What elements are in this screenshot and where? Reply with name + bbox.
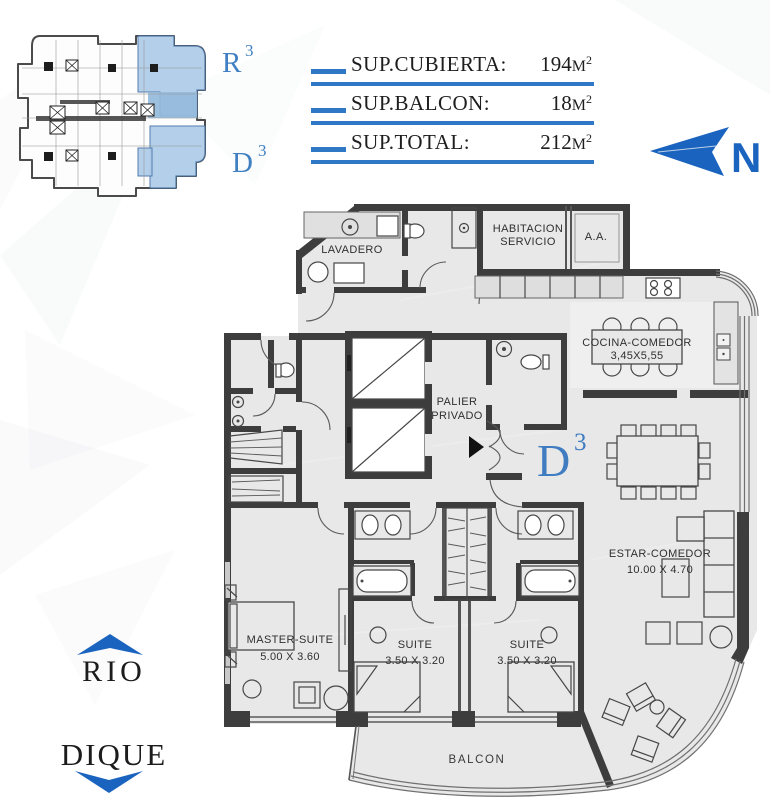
room-label-habitacion-1: HABITACION	[493, 223, 563, 235]
room-dim-suite-b: 3.50 X 3.20	[497, 655, 557, 667]
room-label-balcon: BALCON	[449, 754, 506, 766]
terrace-furniture	[601, 682, 687, 763]
unit-label-sup: 3	[574, 429, 587, 456]
area-row-balcon: SUP.BALCON: 18M2	[311, 86, 594, 125]
key-plan-unit-d-area	[149, 125, 206, 189]
key-plan-label-r: R	[222, 47, 242, 79]
rio-arrow-icon	[77, 634, 143, 655]
key-plan-label-r-sup: 3	[245, 41, 254, 60]
stove	[645, 277, 681, 299]
room-label-aa: A.A.	[585, 231, 607, 243]
master-furniture	[224, 584, 352, 711]
kitchen-table	[591, 317, 683, 377]
area-label: SUP.CUBIERTA:	[351, 52, 507, 76]
glass-facade	[348, 270, 759, 797]
aa-unit	[574, 213, 620, 263]
room-label-suite-b: SUITE	[510, 639, 544, 651]
key-plan: R 3 D 3	[17, 35, 267, 197]
room-dim-estar: 10.00 X 4.70	[627, 564, 693, 576]
dining-set	[606, 424, 711, 500]
area-value: 194M2	[540, 52, 592, 76]
service-bath-fixtures	[403, 207, 477, 249]
dique-label: DIQUE	[61, 737, 167, 772]
room-label-suite-a: SUITE	[398, 639, 432, 651]
room-label-lavadero: LAVADERO	[321, 244, 383, 256]
bottom-windows	[250, 716, 557, 723]
north-arrow-icon	[650, 127, 729, 176]
unit-label: D	[537, 435, 570, 486]
room-label-estar: ESTAR-COMEDOR	[609, 548, 711, 560]
floor-plan: LAVADERO HABITACION SERVICIO A.A. COCINA…	[224, 204, 759, 797]
rio-label: RIO	[82, 655, 146, 688]
wardrobes	[445, 507, 489, 601]
north-compass: N	[650, 127, 761, 181]
room-label-palier-1: PALIER	[437, 396, 478, 408]
area-label: SUP.TOTAL:	[351, 130, 471, 154]
room-dim-master: 5.00 X 3.60	[260, 651, 320, 663]
area-row-cubierta: SUP.CUBIERTA: 194M2	[311, 47, 594, 86]
room-label-master: MASTER-SUITE	[247, 634, 334, 646]
entry-arrow-icon	[469, 436, 484, 458]
area-label: SUP.BALCON:	[351, 91, 491, 115]
dique-marker: DIQUE	[61, 737, 167, 793]
powder-room-fixtures	[495, 340, 550, 370]
kitchen-fixtures	[474, 275, 739, 385]
key-plan-label-d: D	[232, 147, 253, 179]
room-dim-cocina: 3,45X5,55	[611, 350, 664, 362]
dique-arrow-icon	[75, 771, 143, 793]
key-plan-label-d-sup: 3	[258, 141, 267, 160]
area-value: 18M2	[550, 91, 592, 115]
suite-b-fixtures	[507, 510, 580, 713]
master-bath-fixtures	[228, 362, 295, 503]
lavadero-fixtures	[303, 211, 401, 284]
elevator-core	[345, 331, 432, 479]
room-label-habitacion-2: SERVICIO	[500, 236, 556, 248]
area-row-total: SUP.TOTAL: 212M2	[311, 125, 594, 164]
rio-marker: RIO	[77, 634, 146, 688]
north-label: N	[731, 134, 761, 181]
room-label-cocina: COCINA-COMEDOR	[582, 337, 692, 349]
room-dim-suite-a: 3.50 X 3.20	[385, 655, 445, 667]
room-label-palier-2: PRIVADO	[431, 410, 483, 422]
area-value: 212M2	[540, 130, 592, 154]
suite-a-fixtures	[352, 510, 421, 713]
key-plan-elevator-boxes	[49, 59, 155, 162]
area-table: SUP.CUBIERTA: 194M2 SUP.BALCON: 18M2 SUP…	[311, 47, 594, 164]
living-furniture	[645, 510, 735, 649]
